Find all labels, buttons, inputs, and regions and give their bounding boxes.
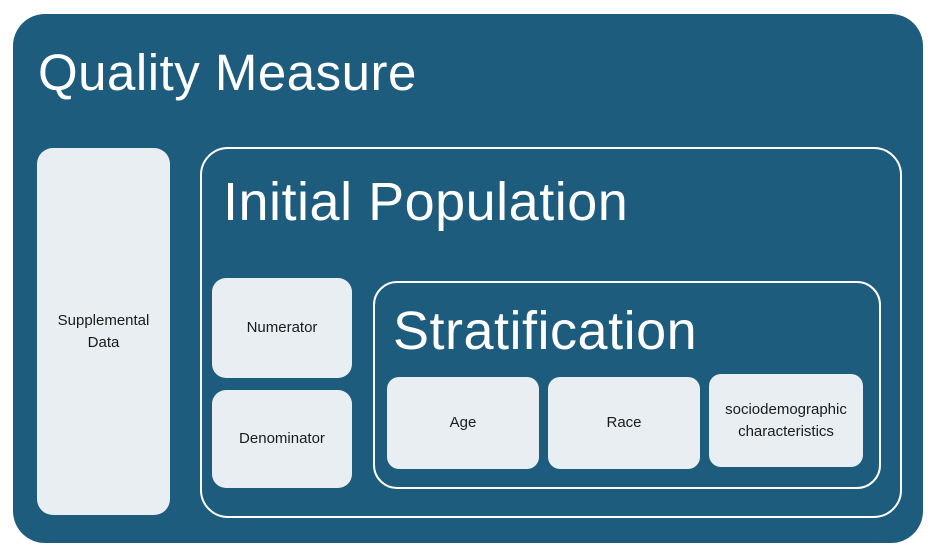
sociodemographic-characteristics-box: sociodemographic characteristics — [709, 374, 863, 467]
age-box: Age — [387, 377, 539, 469]
denominator-label: Denominator — [239, 430, 325, 448]
supplemental-data-label: Supplemental Data — [57, 311, 150, 351]
race-box: Race — [548, 377, 700, 469]
initial-population-container: Initial Population Numerator Denominator… — [200, 147, 902, 518]
denominator-box: Denominator — [212, 390, 352, 488]
stratification-title: Stratification — [393, 301, 698, 361]
initial-population-title: Initial Population — [223, 172, 629, 232]
numerator-label: Numerator — [246, 319, 318, 337]
race-label: Race — [606, 414, 642, 432]
supplemental-data-box: Supplemental Data — [37, 148, 170, 515]
sociodemographic-characteristics-label: sociodemographic characteristics — [725, 400, 847, 440]
quality-measure-container: Quality Measure Supplemental Data Initia… — [13, 14, 923, 543]
quality-measure-title: Quality Measure — [38, 44, 417, 101]
age-label: Age — [449, 414, 477, 432]
stratification-container: Stratification Age Race sociodemographic… — [373, 281, 881, 489]
numerator-box: Numerator — [212, 278, 352, 378]
